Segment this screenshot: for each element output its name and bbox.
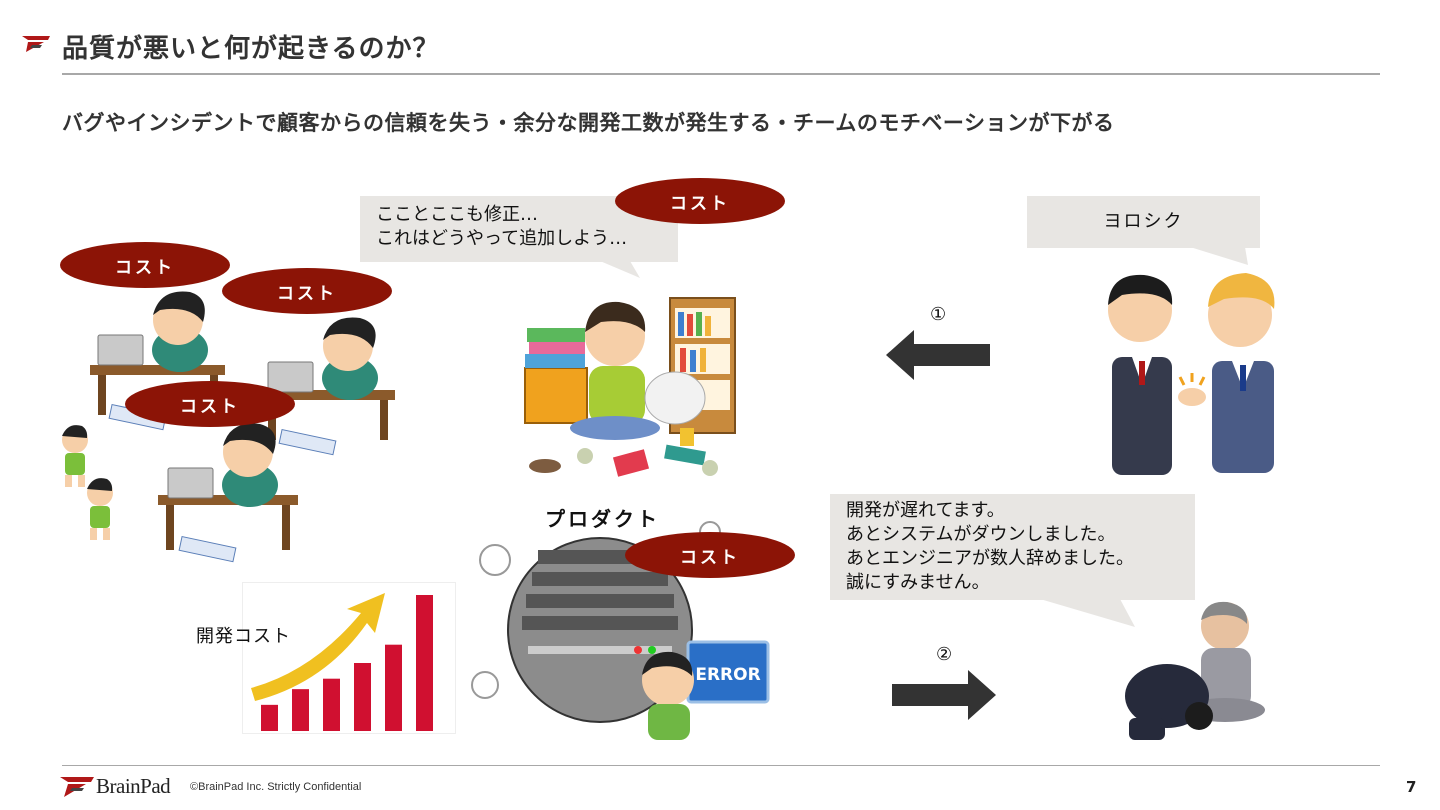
messy-room-illustration xyxy=(524,297,736,477)
crashed-server-illustration: ERROR xyxy=(471,521,770,740)
client-speech-bubble: ヨロシク xyxy=(1027,196,1260,248)
speech-line: こことここも修正… xyxy=(376,204,538,225)
apology-illustration xyxy=(1125,601,1265,740)
cost-bar xyxy=(354,663,371,731)
cost-bubble: コスト xyxy=(625,532,795,578)
dev-cost-label: 開発コスト xyxy=(196,626,291,647)
title-divider xyxy=(62,73,1380,75)
slide-subtitle: バグやインシデントで顧客からの信頼を失う・余分な開発工数が発生する・チームのモチ… xyxy=(62,111,1115,135)
speech-bubble-tail xyxy=(1040,599,1135,627)
arrow-left-icon xyxy=(886,330,990,380)
handshake-illustration xyxy=(1108,273,1275,475)
cost-bubble: コスト xyxy=(60,242,230,288)
cost-bubble: コスト xyxy=(615,178,785,224)
running-child-figure xyxy=(87,478,113,540)
product-label: プロダクト xyxy=(545,507,660,531)
brand-wordmark: BrainPad xyxy=(96,774,171,798)
page-number: 7 xyxy=(1406,778,1417,796)
running-child-figure xyxy=(62,425,88,487)
cost-bar xyxy=(323,678,340,731)
brand-mark-icon xyxy=(22,36,50,52)
developer-figure xyxy=(158,423,298,550)
trend-arrow-icon xyxy=(251,593,385,701)
speech-line: 開発が遅れてます。 xyxy=(846,500,1005,521)
speech-line: あとシステムがダウンしました。 xyxy=(846,524,1116,545)
cost-bar xyxy=(292,689,309,731)
cost-bar xyxy=(416,595,433,731)
copyright-notice: ©BrainPad Inc. Strictly Confidential xyxy=(190,781,362,793)
developer-figure xyxy=(260,317,395,440)
speech-line: これはどうやって追加しよう… xyxy=(376,228,628,249)
developers-illustration xyxy=(62,291,395,563)
page-title: 品質が悪いと何が起きるのか？ xyxy=(62,34,440,64)
dev-cost-chart xyxy=(242,582,456,734)
arrow-right-icon xyxy=(892,670,996,720)
speech-bubble-tail xyxy=(600,261,640,278)
step-number-2: ② xyxy=(936,644,953,665)
cost-bubble: コスト xyxy=(125,381,295,427)
cost-bar xyxy=(261,704,278,731)
error-screen-text: ERROR xyxy=(695,665,760,685)
speech-text: ヨロシク xyxy=(1103,211,1184,232)
cost-bubble: コスト xyxy=(222,268,392,314)
brainpad-logo-icon xyxy=(60,777,94,797)
speech-bubble-tail xyxy=(1190,247,1248,265)
step-number-1: ① xyxy=(930,304,947,325)
speech-line: あとエンジニアが数人辞めました。 xyxy=(846,548,1134,569)
footer-divider xyxy=(62,765,1380,766)
speech-line: 誠にすみません。 xyxy=(846,572,990,593)
cost-bar xyxy=(385,644,402,731)
apology-speech-bubble: 開発が遅れてます。 あとシステムがダウンしました。 あとエンジニアが数人辞めまし… xyxy=(830,494,1195,600)
